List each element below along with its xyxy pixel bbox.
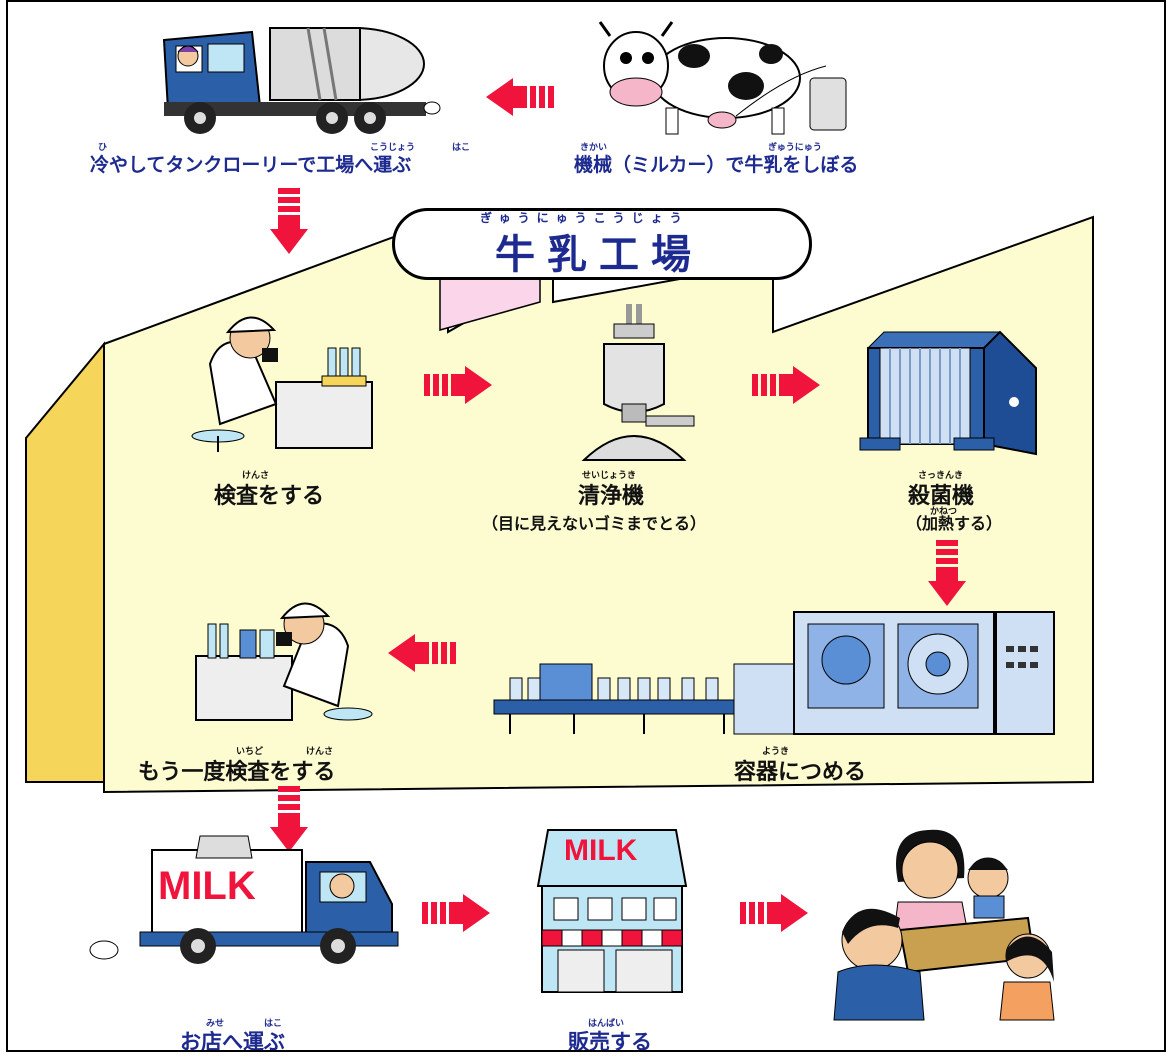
sterilizer-note-ruby: かねつ <box>930 507 958 517</box>
shop-milk-sign: MILK <box>564 834 638 867</box>
factory-title-ruby: ぎゅうにゅうこうじょう <box>480 211 689 225</box>
sterilizer-note: （加熱する） <box>906 514 1003 533</box>
reinspect-label: もう一度検査をする <box>138 760 336 785</box>
factory-title: 牛乳工場 <box>495 232 703 278</box>
filling-line-illustration <box>493 611 1055 735</box>
arrow-down-sterilizer-to-filler <box>928 540 966 606</box>
milking-ruby-1: きかい <box>580 143 608 153</box>
arrow-right-inspect-to-cleaner <box>424 366 492 404</box>
sell-ruby: はんばい <box>588 1019 625 1029</box>
cleaner-label: 清浄機 <box>578 484 645 509</box>
inspect-label: 検査をする <box>214 484 325 509</box>
arrow-right-truck-to-shop <box>422 894 490 932</box>
inspect-ruby: けんさ <box>242 471 270 481</box>
reinspect-ruby-2: けんさ <box>306 747 334 757</box>
arrow-left-cow-to-tanker <box>486 78 554 116</box>
tanker-ruby-1: ひ <box>98 143 108 153</box>
inspector-illustration <box>191 316 373 452</box>
cleaner-machine-illustration <box>581 304 695 461</box>
arrow-right-shop-to-family <box>740 894 808 932</box>
reinspect-ruby-1: いちど <box>236 747 264 757</box>
cow-milking-illustration <box>598 21 847 135</box>
tanker-label: 冷やしてタンクローリーで工場へ運ぶ <box>90 154 412 176</box>
tanker-ruby-2: こうじょう <box>370 143 416 153</box>
milking-label: 機械（ミルカー）で牛乳をしぼる <box>574 154 859 176</box>
sterilizer-illustration <box>859 330 1037 456</box>
deliver-label: お店へ運ぶ <box>180 1030 285 1052</box>
truck-milk-sign: MILK <box>158 864 256 908</box>
arrow-right-cleaner-to-sterilizer <box>752 366 820 404</box>
deliver-ruby-1: みせ <box>206 1019 225 1029</box>
fill-ruby: ようき <box>762 747 790 757</box>
tanker-truck-illustration <box>162 27 441 134</box>
reinspector-illustration <box>195 602 373 721</box>
milking-ruby-2: ぎゅうにゅう <box>768 143 822 153</box>
tanker-ruby-3: はこ <box>452 143 471 153</box>
sterilizer-label: 殺菌機 <box>908 484 975 509</box>
sell-label: 販売する <box>568 1030 652 1052</box>
cleaner-note: （目に見えないゴミまでとる） <box>482 514 707 533</box>
cleaner-ruby: せいじょうき <box>582 471 637 481</box>
fill-label: 容器につめる <box>734 760 867 785</box>
family-illustration <box>833 829 1055 1021</box>
milk-process-diagram: ぎゅうにゅうこうじょう 牛乳工場 <box>6 0 1166 1052</box>
factory-title-box <box>392 208 812 280</box>
deliver-ruby-2: はこ <box>264 1019 283 1029</box>
delivery-truck-illustration <box>89 835 399 964</box>
sterilizer-ruby: さっきんき <box>918 471 964 481</box>
arrow-left-filler-to-reinspect <box>388 634 456 672</box>
arrow-down-tanker-to-factory <box>270 188 308 254</box>
shop-illustration <box>536 829 688 993</box>
